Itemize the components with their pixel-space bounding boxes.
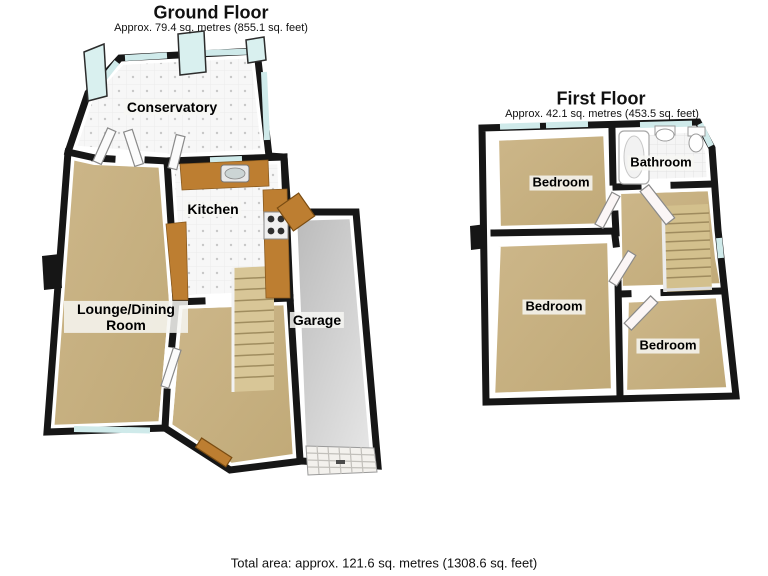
ground-staircase: [231, 266, 275, 392]
banister: [663, 286, 713, 292]
ground-floor-plan: [40, 30, 385, 477]
lounge-floor: [47, 152, 176, 432]
window: [73, 426, 151, 434]
garage-door-handle: [336, 460, 345, 464]
window: [261, 71, 270, 141]
first-doors: [594, 183, 676, 331]
ground-doors: [92, 127, 316, 468]
door: [167, 133, 186, 171]
conservatory-glass-panes: [83, 30, 267, 102]
bedroom-front-floor: [492, 129, 614, 233]
door: [608, 249, 637, 287]
first-floor-plan: [470, 118, 741, 407]
garage-door: [305, 445, 378, 476]
window: [545, 121, 589, 129]
door: [623, 295, 659, 331]
door: [594, 191, 621, 230]
first-staircase: [661, 204, 713, 293]
first-walls: [478, 118, 740, 406]
kitchen-counter: [165, 221, 189, 301]
glass-pane: [177, 30, 207, 76]
door: [160, 346, 182, 390]
door: [122, 128, 145, 168]
kitchen-floor: [167, 157, 290, 302]
door: [92, 127, 117, 166]
window: [716, 237, 724, 259]
glass-pane: [245, 36, 267, 64]
window: [639, 120, 693, 128]
window: [499, 122, 541, 130]
window: [209, 156, 243, 164]
bedroom-main-floor: [488, 236, 618, 400]
glass-pane: [83, 42, 108, 102]
garage-access-door: [276, 192, 316, 232]
window: [204, 48, 254, 56]
window: [124, 52, 168, 61]
door: [639, 183, 676, 226]
front-door: [194, 437, 233, 468]
